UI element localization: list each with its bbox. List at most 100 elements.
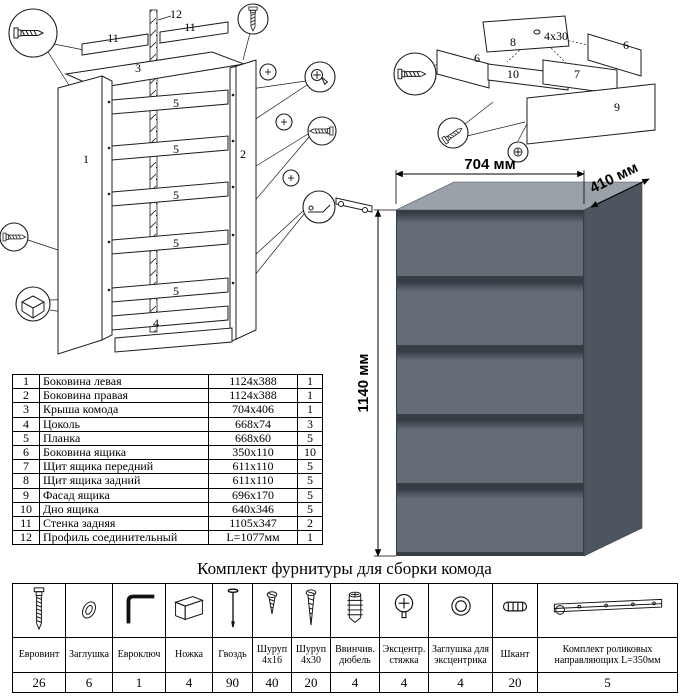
page-title: Комплект фурнитуры для сборки комода [197,559,492,578]
hardware-icon-cell [252,583,292,638]
screw-4x16-icon [266,591,278,614]
hardware-name: Ножка [165,637,213,673]
hardware-qty: 6 [65,672,113,693]
hardware-name: Евровинт [12,637,66,673]
part-name: Боковина ящика [39,444,209,461]
part-qty: 1 [297,402,323,418]
dowel-holes [107,93,235,292]
hardware-qty: 26 [12,672,66,693]
hardware-qty: 4 [165,672,213,693]
cam-cap-icon [450,596,471,616]
hardware-name: Заглушка [65,637,113,673]
hardware-icon-cell [492,583,538,638]
hardware-qty: 4 [428,672,493,693]
phillips-screw-icon [311,69,329,85]
hardware-icon-cell [428,583,493,638]
hardware-icon-cell [212,583,253,638]
drawer-front [397,421,583,483]
part-size: 1124x388 [208,373,298,390]
table-row: 6 Боковина ящика 350x110 10 [12,444,323,461]
hardware-name: Ввинчив. дюбель [330,637,380,673]
table-row: 4 Цоколь 668x74 3 [12,416,323,432]
part-name: Профиль соединительный [39,530,209,546]
back-rails-11 [81,21,229,56]
part-size: 640x346 [208,501,298,517]
part-qty: 1 [297,373,323,390]
part-name: Фасад ящика [39,487,209,503]
part-name: Цоколь [39,416,209,432]
part-number: 4 [12,416,40,432]
screw-hole [533,29,541,35]
drawer-back-8 [482,15,570,53]
screw-size-label: 4х30 [544,29,568,43]
drawer-front [397,352,583,414]
part-label-7: 7 [574,67,580,81]
part-label-6a: 6 [474,51,480,65]
hardware-icon-cell [291,583,331,638]
hardware-icons-row [12,583,678,638]
parts-table: 1 Боковина левая 1124x388 1 2 Боковина п… [12,373,323,546]
drawer-front [397,490,583,552]
screw-4x30-icon [305,589,317,626]
part-number: 7 [12,459,40,475]
eurovint-icon [33,587,45,631]
part-label-5a: 5 [173,96,179,110]
dimension-lines [374,170,650,557]
hardware-qty: 1 [112,672,166,693]
part-label-3: 3 [135,61,141,75]
planks-5 [111,89,229,303]
part-label-5e: 5 [173,284,179,298]
part-name: Щит ящика задний [39,473,209,489]
part-qty: 3 [297,416,323,432]
hardware-icon-cell [65,583,113,638]
part-size: 611x110 [208,473,298,489]
hardware-name: Шкант [492,637,538,673]
part-number: 5 [12,430,40,446]
table-row: 8 Щит ящика задний 611x110 5 [12,473,323,489]
drawer-slide-drawing [335,197,373,213]
hardware-icon-cell [12,583,66,638]
eurokey-icon [126,594,155,624]
part-number: 8 [12,473,40,489]
hardware-icon-cell [379,583,429,638]
base-planks-4 [111,305,233,353]
roller-guide-icon [553,598,662,615]
hardware-qty: 90 [212,672,253,693]
part-qty: 10 [297,444,323,461]
part-qty: 5 [297,501,323,517]
drawer-front [397,283,583,345]
part-label-8: 8 [510,35,516,49]
hardware-qty: 20 [492,672,538,693]
hardware-qty: 4 [379,672,429,693]
part-number: 11 [12,515,40,532]
part-name: Дно ящика [39,501,209,517]
hardware-qty: 20 [291,672,331,693]
hardware-icon-cell [330,583,380,638]
part-name: Боковина правая [39,388,209,404]
part-qty: 5 [297,487,323,503]
part-label-5b: 5 [173,142,179,156]
part-number: 1 [12,373,40,390]
hardware-name: Заглушка для эксцентрика [428,637,493,673]
part-name: Щит ящика передний [39,459,209,475]
part-qty: 5 [297,430,323,446]
part-size: 696x170 [208,487,298,503]
leg-icon [174,595,204,621]
table-row: 10 Дно ящика 640x346 5 [12,501,323,517]
hardware-icon-cell [537,583,678,638]
table-row: 5 Планка 668x60 5 [12,430,323,446]
table-row: 1 Боковина левая 1124x388 1 [12,373,323,390]
part-qty: 2 [297,515,323,532]
part-name: Планка [39,430,209,446]
hardware-qty: 40 [252,672,292,693]
left-panel-1 [57,75,113,355]
part-name: Крыша комода [39,402,209,418]
drawer-front [397,214,583,276]
part-size: 704x406 [208,402,298,418]
part-number: 6 [12,444,40,461]
dresser-side-face [583,181,643,557]
part-qty: 1 [297,388,323,404]
screw-in-dowel-icon [347,591,363,623]
exploded-view-chest: 12 11 11 3 1 2 5 5 5 5 5 4 [0,3,373,355]
part-label-9: 9 [614,100,620,114]
